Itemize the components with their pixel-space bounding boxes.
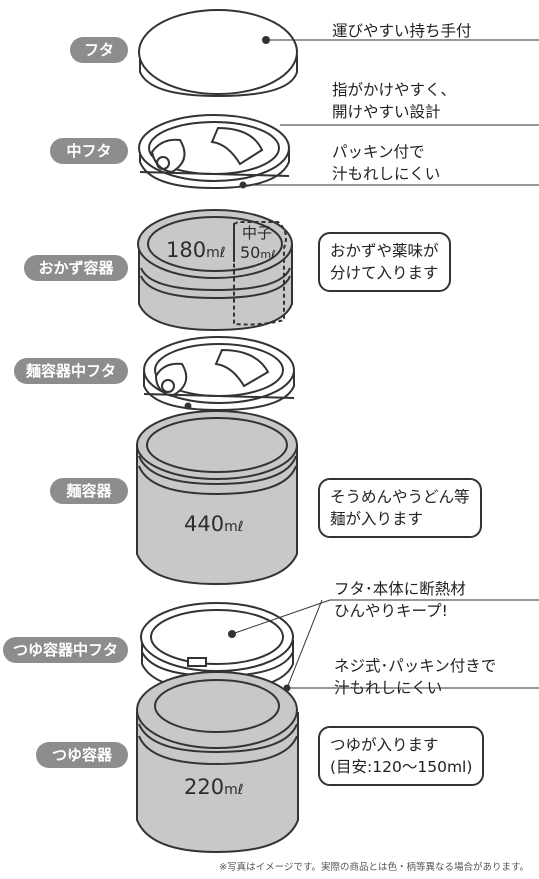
- note-packing-line1: パッキン付で: [332, 143, 425, 161]
- callout-noodle-line2: 麺が入ります: [330, 510, 424, 528]
- label-soup-inner-lid: つゆ容器中フタ: [3, 637, 128, 663]
- volume-noodle: 440mℓ: [184, 512, 244, 536]
- volume-noodle-number: 440: [184, 512, 225, 536]
- callout-side-dish-line1: おかずや薬味が: [330, 242, 439, 260]
- note-grip-line1: 指がかけやすく、: [332, 81, 457, 99]
- note-grip-line2: 開けやすい設計: [332, 103, 441, 121]
- side-dish-container-shape: [137, 209, 293, 332]
- volume-soup: 220mℓ: [184, 775, 244, 799]
- volume-side-dish: 180mℓ: [166, 238, 226, 262]
- label-noodle-inner-lid: 麺容器中フタ: [14, 358, 128, 384]
- callout-noodle-line1: そうめんやうどん等: [330, 488, 470, 506]
- label-soup-container: つゆ容器: [36, 742, 128, 768]
- volume-side-dish-number: 180: [166, 238, 207, 262]
- callout-soup-line2: (目安:120～150ml): [330, 758, 473, 776]
- volume-soup-number: 220: [184, 775, 225, 799]
- lid-shape: [138, 9, 298, 98]
- callout-soup-line1: つゆが入ります: [330, 736, 439, 754]
- label-inner-lid: 中フタ: [50, 138, 128, 164]
- volume-soup-unit: mℓ: [224, 782, 244, 798]
- soup-container-shape: [136, 671, 299, 854]
- note-screw-line1: ネジ式･パッキン付きで: [334, 657, 497, 675]
- callout-noodle: そうめんやうどん等 麺が入ります: [318, 478, 482, 538]
- volume-inner-cup: 50mℓ: [240, 243, 276, 262]
- volume-side-dish-unit: mℓ: [206, 245, 226, 261]
- label-noodle-container: 麺容器: [50, 478, 128, 504]
- note-screw-line2: 汁もれしにくい: [334, 679, 443, 697]
- volume-inner-cup-unit: mℓ: [260, 248, 276, 261]
- callout-side-dish-line2: 分けて入ります: [330, 264, 439, 282]
- inner-lid-shape: [138, 114, 290, 190]
- disclaimer-text: ※写真はイメージです。実際の商品とは色・柄等異なる場合があります。: [219, 862, 529, 873]
- label-side-dish-container: おかず容器: [24, 255, 128, 281]
- note-handle: 運びやすい持ち手付: [332, 22, 472, 40]
- leader-lines: [231, 39, 539, 689]
- note-packing-line2: 汁もれしにくい: [332, 165, 441, 183]
- callout-side-dish: おかずや薬味が 分けて入ります: [318, 232, 451, 292]
- noodle-container-shape: [136, 410, 298, 586]
- inner-cup-title: 中子: [242, 224, 273, 242]
- note-insulation-line2: ひんやりキープ!: [334, 602, 448, 620]
- label-lid: フタ: [70, 37, 128, 63]
- noodle-inner-lid-shape: [143, 336, 295, 412]
- note-insulation-line1: フタ･本体に断熱材: [334, 580, 466, 598]
- volume-inner-cup-number: 50: [240, 243, 261, 262]
- volume-noodle-unit: mℓ: [224, 519, 244, 535]
- callout-soup: つゆが入ります (目安:120～150ml): [318, 726, 485, 786]
